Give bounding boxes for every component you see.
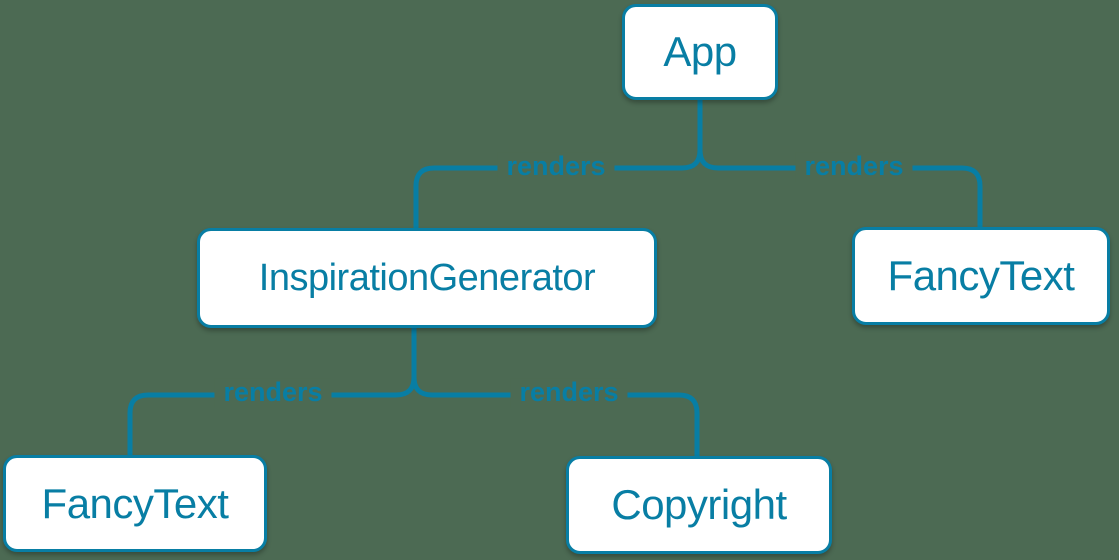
node-inspiration-generator-label: InspirationGenerator [258,256,596,299]
node-fancy-text-top: FancyText [852,227,1110,325]
node-fancy-text-top-label: FancyText [887,252,1075,299]
edge-label-renders-inspirationgenerator-copyright: renders [510,377,628,408]
node-fancy-text-bottom-label: FancyText [41,479,229,527]
edge-label-renders-app-inspirationgenerator: renders [497,151,615,182]
node-app-label: App [663,28,737,75]
node-copyright: Copyright [566,456,832,554]
edge-label-renders-inspirationgenerator-fancytext: renders [214,377,332,408]
node-copyright-label: Copyright [611,481,787,528]
node-inspiration-generator: InspirationGenerator [197,228,657,328]
edge-label-renders-app-fancytext: renders [795,151,913,182]
node-app: App [622,4,778,100]
node-fancy-text-bottom: FancyText [3,455,267,552]
